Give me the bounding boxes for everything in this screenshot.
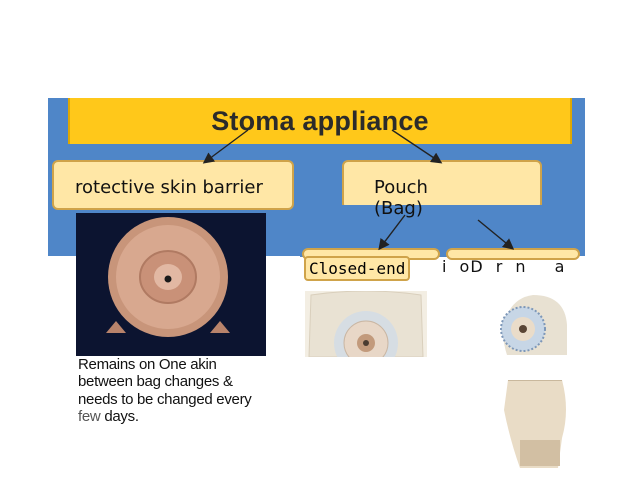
- drainable-fragment: i: [442, 257, 448, 276]
- arrow-to-drainable: [477, 219, 515, 250]
- drainable-fragment: n: [515, 257, 527, 276]
- description-text: Remains on One akin between bag changes …: [78, 356, 252, 408]
- arrow-to-barrier: [202, 129, 249, 164]
- drainable-fragment: oD: [459, 257, 484, 276]
- barrier-label: rotective skin barrier: [75, 177, 263, 198]
- drainable-fragment: a: [554, 257, 566, 276]
- arrow-to-closed-end: [378, 214, 406, 251]
- drainable-pouch-photo-bottom: [500, 379, 570, 468]
- closed-end-pouch-photo: [305, 290, 427, 375]
- description-text-end: days.: [104, 408, 139, 426]
- arrow-to-pouch: [391, 129, 443, 164]
- drainable-pouch-photo-top: [497, 291, 569, 355]
- barrier-description: Remains on One akin between bag changes …: [78, 356, 268, 426]
- pouch-category-box: [342, 160, 542, 210]
- drainable-label: i oD r n a: [442, 257, 571, 276]
- skin-barrier-photo: [76, 213, 266, 356]
- title-box: Stoma appliance: [68, 98, 572, 144]
- pouch-label: Pouch (Bag): [374, 177, 428, 219]
- closed-end-label: Closed-end: [304, 256, 411, 281]
- description-text-light: few: [78, 408, 101, 426]
- drainable-fragment: r: [495, 257, 504, 276]
- barrier-category-box: [52, 160, 294, 210]
